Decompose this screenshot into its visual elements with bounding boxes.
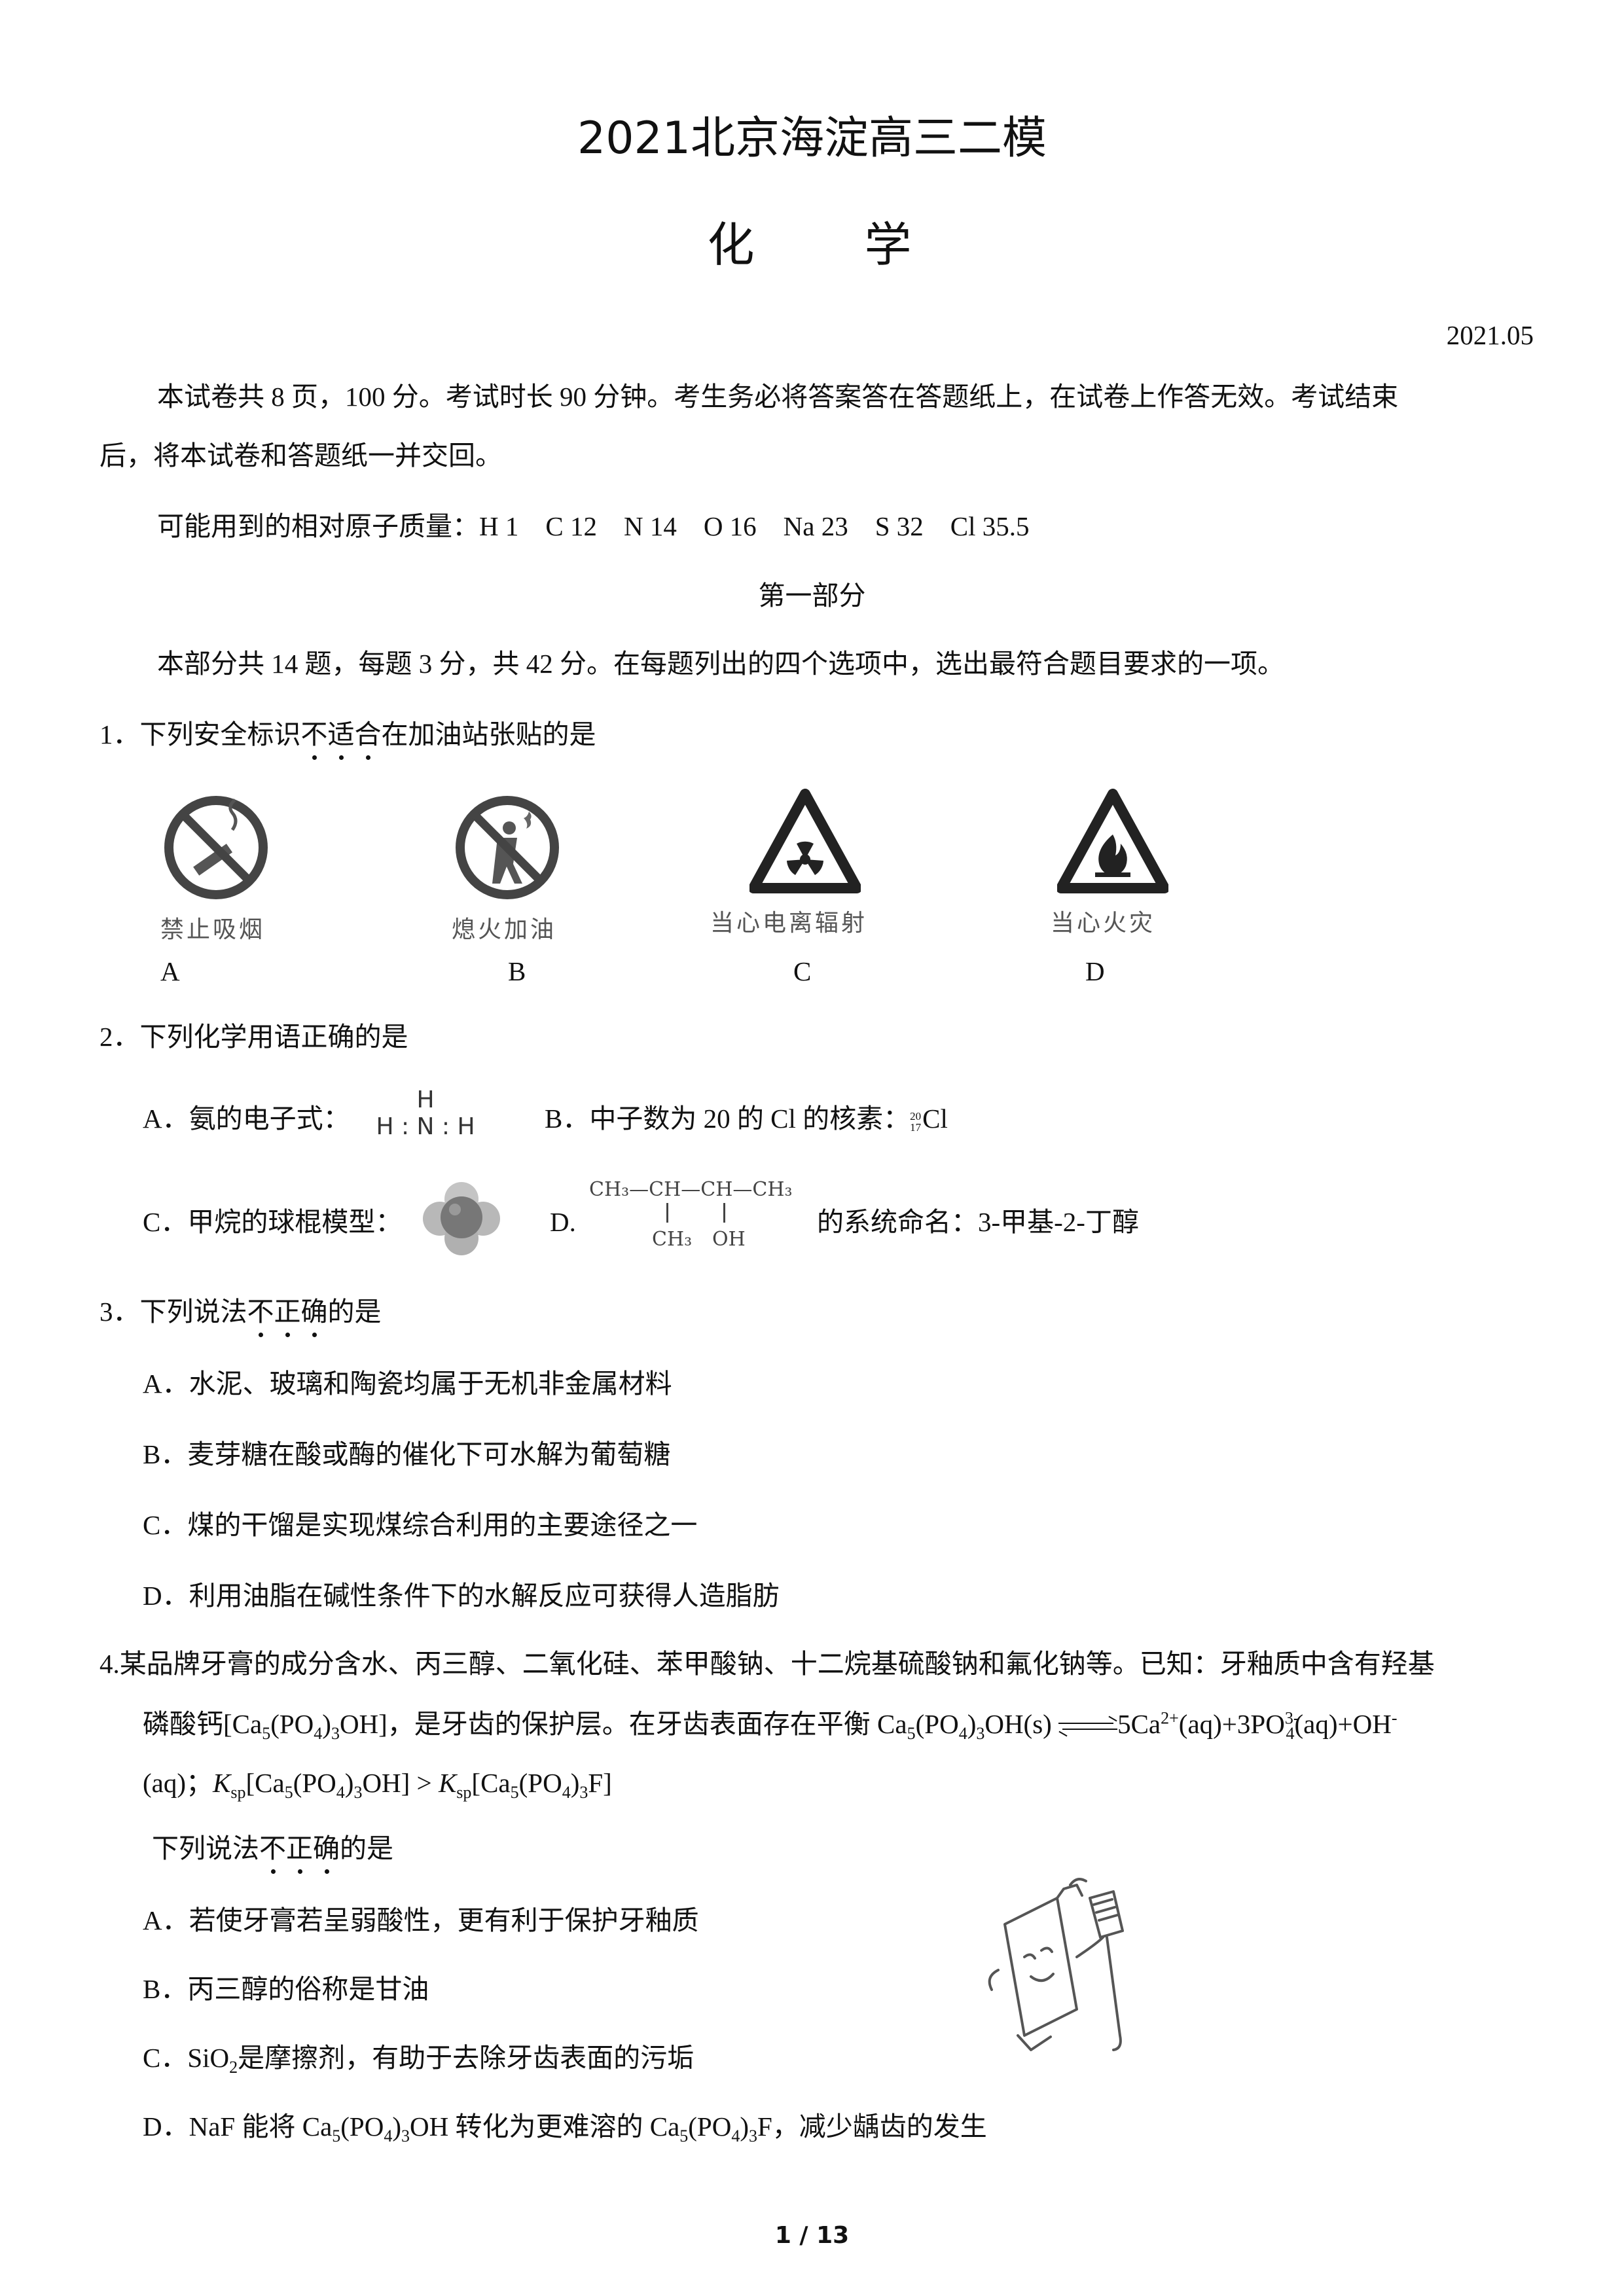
question-2-stem: 2．下列化学用语正确的是 (99, 1022, 408, 1052)
emphasis-char: 正 (286, 1833, 313, 1874)
toothpaste-cartoon-icon (988, 1878, 1124, 2051)
formula-top: H (416, 1086, 435, 1113)
sign-label: 禁止吸烟 (160, 916, 266, 943)
emphasis-char: 正 (274, 1296, 301, 1338)
section-description: 本部分共 14 题，每题 3 分，共 42 分。在每题列出的四个选项中，选出最符… (157, 649, 1284, 679)
formula-substituent-2: OH (712, 1228, 746, 1251)
q3-option-d: D．利用油脂在碱性条件下的水解反应可获得人造脂肪 (143, 1581, 780, 1611)
formula-substituent-1: CH₃ (652, 1228, 693, 1251)
question-4-line-2: 磷酸钙[Ca5(PO4)3OH]，是牙齿的保护层。在牙齿表面存在平衡 Ca5(P… (143, 1708, 1398, 1744)
question-3-stem: 3．下列说法不正确的是 (99, 1296, 382, 1338)
q4-sub-after: 的是 (340, 1833, 393, 1863)
emphasis-char: 不 (259, 1833, 286, 1874)
structural-formula: CH₃—CH—CH—CH₃ CH₃ OH (589, 1178, 812, 1260)
emphasis-char: 不 (301, 719, 328, 761)
intro-line-2: 后，将本试卷和答题纸一并交回。 (99, 440, 502, 471)
q1-stem-after: 在加油站张贴的是 (381, 719, 596, 749)
q2-option-d: D. (550, 1207, 576, 1237)
option-letter-a: A (160, 956, 180, 986)
question-4-sub-stem: 下列说法不正确的是 (152, 1833, 393, 1874)
element-symbol: Cl (922, 1103, 948, 1134)
sign-no-smoking: 禁止吸烟 (160, 792, 278, 944)
q2-d-name: 的系统命名：3-甲基-2-丁醇 (817, 1207, 1139, 1237)
question-4-line-3: (aq)；Ksp[Ca5(PO4)3OH] > Ksp[Ca5(PO4)3F] (143, 1768, 612, 1803)
ammonia-electron-formula: H H : N : H (370, 1086, 481, 1141)
intro-line-1: 本试卷共 8 页，100 分。考试时长 90 分钟。考生务必将答案答在答题纸上，… (157, 382, 1399, 412)
bond-line (666, 1203, 668, 1223)
methane-model-icon (423, 1182, 500, 1255)
sign-label: 当心电离辐射 (710, 910, 868, 937)
formula-mid: H : N : H (376, 1113, 475, 1141)
formula-chain: CH₃—CH—CH—CH₃ (589, 1178, 793, 1201)
q4-d-mid1: (PO (340, 2111, 384, 2142)
exam-date: 2021.05 (1446, 320, 1534, 350)
q4-d-post: F，减少龋齿的发生 (757, 2111, 987, 2142)
q4-d-mid3: OH 转化为更难溶的 Ca (410, 2111, 680, 2142)
q3-option-a: A．水泥、玻璃和陶瓷均属于无机非金属材料 (143, 1369, 672, 1399)
question-1-stem: 1．下列安全标识不适合在加油站张贴的是 (99, 719, 596, 761)
q1-stem-before: 1．下列安全标识 (99, 719, 301, 749)
sign-fire: 当心火灾 (1051, 789, 1182, 938)
sign-radiation: 当心电离辐射 (710, 789, 907, 938)
emphasis-char: 确 (313, 1833, 340, 1874)
q4-option-b: B．丙三醇的俗称是甘油 (143, 1974, 429, 2004)
q4-option-d: D．NaF 能将 Ca5(PO4)3OH 转化为更难溶的 Ca5(PO4)3F，… (143, 2111, 987, 2146)
page-number: 1 / 13 (774, 2222, 850, 2249)
sign-label: 当心火灾 (1051, 910, 1156, 937)
option-letter-c: C (793, 956, 812, 986)
q4-d-mid2: ) (392, 2111, 401, 2142)
bond-line (723, 1203, 725, 1223)
atomic-number: 17 (910, 1121, 922, 1134)
emphasis-char: 适 (328, 719, 355, 761)
no-smoking-icon (164, 796, 268, 899)
q2-b-text: B．中子数为 20 的 Cl 的核素： (545, 1103, 911, 1134)
subject-title: 化 学 (707, 217, 917, 272)
option-letter-b: B (508, 956, 526, 986)
q4-c-post: 是摩擦剂，有助于去除牙齿表面的污垢 (238, 2043, 695, 2073)
no-fire-refuel-icon (456, 796, 559, 899)
q4-d-pre: D．NaF 能将 Ca (143, 2111, 333, 2142)
atomic-masses: 可能用到的相对原子质量：H 1 C 12 N 14 O 16 Na 23 S 3… (157, 511, 1030, 541)
q3-stem-after: 的是 (327, 1297, 382, 1327)
section-title: 第一部分 (758, 581, 866, 611)
exam-title: 2021北京海淀高三二模 (577, 113, 1047, 164)
option-letter-d: D (1085, 956, 1105, 986)
q4-option-a: A．若使牙膏若呈弱酸性，更有利于保护牙釉质 (143, 1905, 699, 1935)
emphasis-char: 合 (355, 719, 382, 761)
emphasis-char: 不 (247, 1296, 274, 1338)
q4-option-c: C．SiO2是摩擦剂，有助于去除牙齿表面的污垢 (143, 2043, 695, 2077)
q3-stem-before: 3．下列说法 (99, 1297, 247, 1327)
q4-sub-before: 下列说法 (152, 1833, 259, 1863)
fire-warning-icon (1056, 789, 1170, 893)
sign-no-fire-refuel: 熄火加油 (452, 792, 569, 944)
emphasis-char: 确 (301, 1296, 328, 1338)
question-4-stem: 4.某品牌牙膏的成分含水、丙三醇、二氧化硅、苯甲酸钠、十二烷基硫酸钠和氟化钠等。… (99, 1649, 1435, 1679)
mass-number: 20 (910, 1109, 922, 1122)
q3-option-b: B．麦芽糖在酸或酶的催化下可水解为葡萄糖 (143, 1439, 671, 1469)
radiation-warning-icon (748, 789, 862, 893)
sign-label: 熄火加油 (452, 916, 557, 943)
q2-option-c: C．甲烷的球棍模型： (143, 1207, 403, 1237)
q2-option-a: A．氨的电子式： (143, 1103, 350, 1134)
q3-option-c: C．煤的干馏是实现煤综合利用的主要途径之一 (143, 1510, 698, 1540)
q4-c-pre: C．SiO (143, 2043, 230, 2073)
